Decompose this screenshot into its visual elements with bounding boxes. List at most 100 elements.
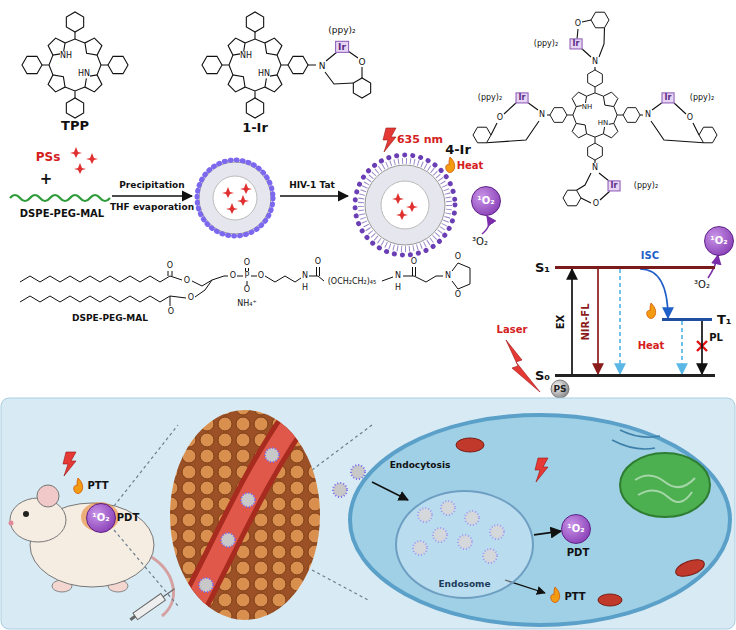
compound-name: 1-Ir [242,121,268,136]
atom-label: NH [60,51,72,60]
atom-label: O [358,57,365,67]
nanoparticle [197,160,273,236]
atom-label: O [411,257,417,266]
edge-label: EX [555,315,567,330]
process-label: PTT [87,480,108,492]
atom-label: (OCH₂CH₂)₄₅ [328,277,377,286]
atom-label: O [258,271,264,280]
effect-label: Heat [457,160,484,172]
lipid-wave [10,195,110,201]
process-arrow [280,195,348,197]
atom-label: O [455,252,461,261]
process-label: PDT [117,512,139,524]
tumor-tissue [170,405,320,630]
wavelength-label: 635 nm [397,134,443,147]
atom-label: O [593,199,599,208]
energy-level: S₁ [555,266,715,269]
species-label: ³O₂ [472,236,488,248]
heat-arrow [619,269,621,374]
singlet-oxygen: ¹O₂ [471,186,501,216]
atom-label: O [575,19,581,28]
atom-label: O [244,258,250,267]
atom-label: O [497,113,503,122]
step-label: Endocytosis [390,460,451,470]
step-label: Precipitation [119,180,184,190]
component-label: PSs [36,151,61,165]
atom-label: NH [240,51,252,60]
atom-label: N [302,271,308,280]
atom-label: O [315,257,321,266]
process-label: PDT [567,547,589,559]
atom-label: H [302,283,308,292]
heat-flame [446,157,455,173]
atom-label: (ppy)₂ [634,181,658,190]
bottom-panel [1,398,735,629]
atom-label: O [188,293,194,302]
node-text: ¹O₂ [710,236,727,246]
compound-name: TPP [61,119,89,134]
edge-label: PL [709,332,723,344]
transition-arrow [640,269,668,318]
edge-label: ISC [641,250,659,262]
targeted-nanoparticle [355,155,455,255]
atom-label: P [245,271,250,280]
atom-label: O [167,261,173,270]
node-text: ¹O₂ [92,513,109,523]
atom-label: NH [582,103,593,111]
edge-label: NIR-FL [580,303,592,340]
atom-label: (ppy)₂ [328,25,355,35]
endosome: Endosome [395,490,534,599]
step-label: HIV-1 Tat [289,180,335,190]
atom-label: O [244,285,250,294]
node-text: Endosome [438,579,490,589]
node-text: ¹O₂ [567,524,584,534]
transition-arrow [597,269,599,374]
level-name: S₁ [535,260,550,274]
singlet-oxygen: ¹O₂ [86,503,116,533]
atom-label: O [455,290,461,299]
photosensitizers [70,147,98,174]
singlet-oxygen: ¹O₂ [561,514,591,544]
atom-label: N [592,163,598,172]
atom-label: O [168,307,174,316]
atom-label: N [395,271,401,280]
atom-label: O [184,276,190,285]
step-label: THF evaporation [110,202,194,212]
energy-diagram-art [506,255,718,398]
oxygen-arrow [482,216,489,234]
metal-label: Ir [662,92,675,103]
atom-label: N [645,110,651,119]
energy-level: T₁ [662,318,712,321]
4-ir-structure [473,12,717,206]
1-ir-structure [202,12,371,118]
atom-label: O [687,113,693,122]
atom-label: N [592,57,598,66]
atom-label: (ppy)₂ [478,93,502,102]
process-arrow [112,195,192,197]
laser-bolt [383,128,396,152]
energy-level: S₀ [555,374,715,377]
atom-label: H [395,283,401,292]
metal-label: Ir [335,41,349,53]
edge-label: Heat [638,340,665,352]
atom-label: (ppy)₂ [690,93,714,102]
atom-label: N [445,271,451,280]
metal-label: Ir [570,38,583,49]
atom-label: N [539,110,545,119]
mouse [9,452,177,623]
atom-label: N [319,61,326,71]
level-name: T₁ [717,312,732,326]
atom-label: HN [258,69,270,78]
tpp-structure [22,12,128,118]
effect-label: Laser [497,324,528,336]
heat-arrow [681,321,683,374]
process-label: DSPE-PEG-MAL [20,208,104,220]
node-text: ¹O₂ [477,196,494,206]
photosensitizer-label: PS [553,384,566,394]
metal-label: Ir [516,92,529,103]
compound-name: 4-Ir [445,143,471,158]
species-label: ³O₂ [694,279,710,291]
plus-sign: + [40,171,53,188]
process-label: PTT [564,591,585,603]
